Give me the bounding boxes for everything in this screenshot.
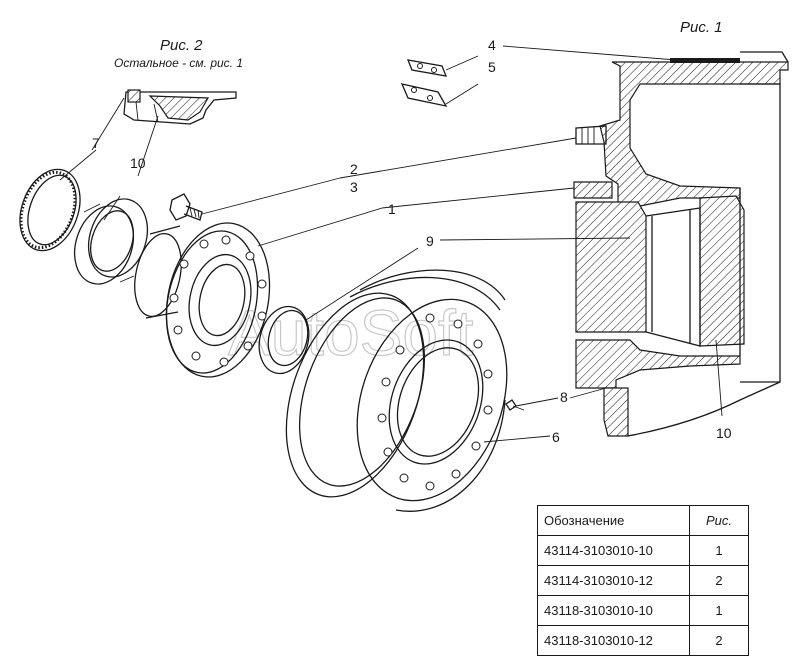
- callout-9: 9: [426, 233, 434, 249]
- callout-10-left: 10: [130, 155, 146, 171]
- callout-6: 6: [552, 429, 560, 445]
- callout-7: 7: [92, 135, 100, 151]
- table-row: 43114-3103010-12 2: [537, 565, 749, 596]
- fig2-title: Рис. 2: [160, 37, 203, 54]
- figure-cell: 2: [689, 625, 749, 656]
- fig1-title: Рис. 1: [680, 19, 723, 36]
- plate-part: [400, 83, 448, 107]
- callout-labels: 4 5 2 3 1 9 7 10 8 6 10: [92, 37, 732, 445]
- fig2-note: Остальное - см. рис. 1: [114, 56, 243, 70]
- table-row: 43118-3103010-12 2: [537, 625, 749, 656]
- designation-cell: 43118-3103010-10: [537, 595, 690, 626]
- drum-bolt-holes: [377, 313, 493, 491]
- callout-8: 8: [560, 389, 568, 405]
- leader-lines: [59, 45, 723, 443]
- watermark: AutoSoft: [228, 297, 474, 369]
- table-row: 43118-3103010-10 1: [537, 595, 749, 626]
- callout-4: 4: [488, 37, 496, 53]
- header-designation: Обозначение: [537, 505, 690, 536]
- designation-cell: 43114-3103010-10: [537, 535, 690, 566]
- bearing-race-part: [73, 198, 149, 285]
- hub-part: [134, 222, 271, 378]
- callout-10-right: 10: [716, 425, 732, 441]
- bolt-part: [169, 193, 203, 221]
- lock-ring-part: [19, 168, 81, 252]
- fig1-section-view: [573, 51, 789, 437]
- callout-1: 1: [388, 201, 396, 217]
- designation-cell: 43118-3103010-12: [537, 625, 690, 656]
- designation-cell: 43114-3103010-12: [537, 565, 690, 596]
- ring-part: [258, 305, 310, 375]
- figure-cell: 1: [689, 595, 749, 626]
- header-figure: Рис.: [689, 505, 749, 536]
- figure-cell: 2: [689, 565, 749, 596]
- fig2-hub-section: [123, 89, 237, 125]
- hub-bolt-holes: [169, 235, 267, 367]
- callout-3: 3: [350, 179, 358, 195]
- brake-drum-part: [285, 269, 508, 512]
- designation-table: Обозначение Рис. 43114-3103010-10 1 4311…: [537, 505, 749, 656]
- figure-cell: 1: [689, 535, 749, 566]
- callout-2: 2: [350, 161, 358, 177]
- lock-plate-part: [406, 59, 448, 77]
- table-row: 43114-3103010-10 1: [537, 535, 749, 566]
- callout-5: 5: [488, 59, 496, 75]
- table-header-row: Обозначение Рис.: [537, 505, 749, 536]
